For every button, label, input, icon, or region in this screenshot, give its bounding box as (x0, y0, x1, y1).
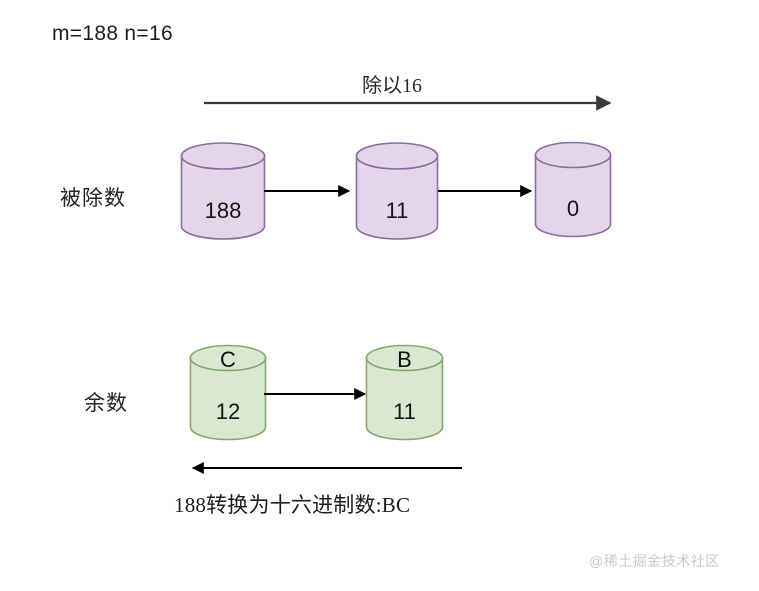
arrow-dividend-1-2 (264, 185, 351, 197)
cylinder-remainder-1[interactable]: C 12 (189, 344, 267, 441)
arrow-dividend-2-3 (438, 185, 533, 197)
page-title: m=188 n=16 (52, 22, 173, 45)
arrow-remainder-1-2 (264, 388, 367, 400)
bottom-flow-arrow (191, 462, 462, 474)
bottom-arrow-caption: 188转换为十六进制数:BC (174, 493, 411, 517)
cylinder-remainder-2[interactable]: B 11 (365, 344, 444, 441)
row-label-dividend: 被除数 (60, 186, 126, 210)
watermark: @稀土掘金技术社区 (589, 553, 720, 569)
top-flow-arrow (204, 95, 612, 111)
cylinder-dividend-3[interactable]: 0 (534, 141, 612, 238)
top-arrow-label: 除以16 (362, 75, 422, 97)
row-label-remainder: 余数 (84, 391, 128, 415)
cylinder-dividend-1[interactable]: 188 (180, 142, 266, 240)
cylinder-dividend-2[interactable]: 11 (355, 142, 439, 240)
